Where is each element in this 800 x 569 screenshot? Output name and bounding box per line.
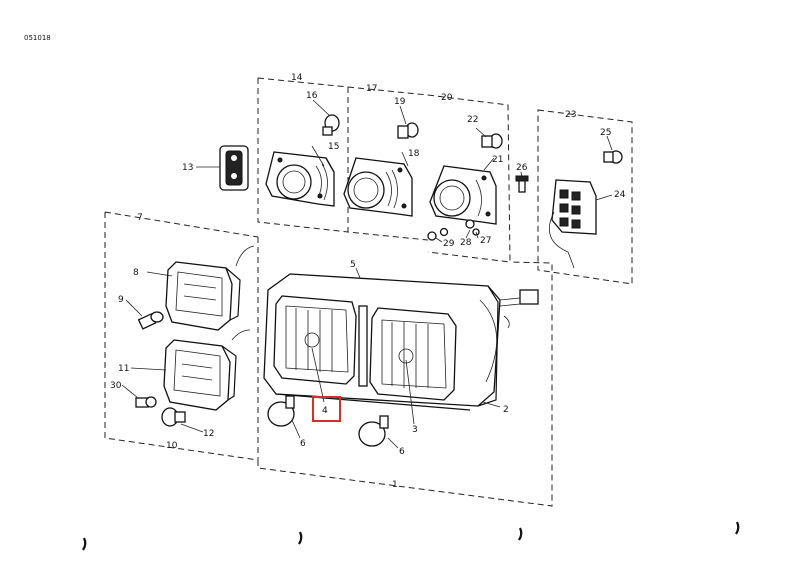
label-part-12: 12 [203,429,214,439]
label-part-7: 7 [137,213,143,223]
label-part-15: 15 [328,142,339,152]
group-box-17 [347,86,429,241]
label-part-27: 27 [480,236,491,246]
label-part-9: 9 [118,295,124,305]
part-21-lamp-housing [429,165,497,225]
highlight-box-part-4 [312,396,341,422]
part-24-tail-lamp [549,179,597,269]
label-part-14: 14 [291,73,303,83]
group-box-7 [104,211,259,461]
leader-lines [121,135,613,449]
label-part-22: 22 [467,115,478,125]
group-box-14 [257,77,349,233]
label-part-8: 8 [133,268,139,278]
label-part-21: 21 [492,155,503,165]
part-18-lamp-housing [343,157,413,217]
label-part-17: 17 [366,84,377,94]
part-16-bulb [312,99,340,136]
label-part-3: 3 [412,425,418,435]
label-part-30: 30 [110,381,122,391]
label-part-6-left: 6 [300,439,306,449]
label-part-16: 16 [306,91,318,101]
headlight-connector [499,289,539,329]
part-8-side-lamp [165,245,255,331]
label-part-20: 20 [441,93,453,103]
label-part-29: 29 [443,239,455,249]
label-part-1: 1 [392,480,398,490]
label-part-4: 4 [322,406,328,416]
label-part-19: 19 [394,97,406,107]
part-26-screw [515,175,529,193]
part-22-bulb [475,127,503,149]
label-part-25: 25 [600,128,611,138]
label-part-28: 28 [460,238,472,248]
page-punch-marks [82,521,740,551]
label-part-18: 18 [408,149,420,159]
label-part-24: 24 [614,190,626,200]
part-6-bulb-right [358,415,389,447]
part-labels: 1 2 3 4 5 6 6 7 8 9 10 11 12 13 14 15 16… [110,73,626,490]
label-part-11: 11 [118,364,129,374]
label-part-23: 23 [565,110,576,120]
label-part-26: 26 [516,163,528,173]
part-25-bulb [603,150,623,164]
part-6-bulb-left [267,395,295,427]
label-part-13: 13 [182,163,193,173]
part-19-bulb [397,105,419,139]
label-part-5: 5 [350,260,356,270]
label-part-6-right: 6 [399,447,405,457]
doc-code: 051018 [24,34,51,42]
part-12-bulb [161,407,186,427]
label-part-2: 2 [503,405,509,415]
group-box-20 [427,94,511,263]
part-13-bracket [196,145,249,191]
group-box-1 [257,261,553,507]
part-11-side-lamp [163,329,251,411]
group-box-23 [537,109,633,285]
part-27-28-29-small-parts [427,219,480,241]
label-part-10: 10 [166,441,178,451]
part-15-lamp-housing [265,151,335,207]
part-30-bulb [135,396,157,408]
part-2-headlight-assembly [263,273,501,411]
part-9-bulb [137,311,164,330]
